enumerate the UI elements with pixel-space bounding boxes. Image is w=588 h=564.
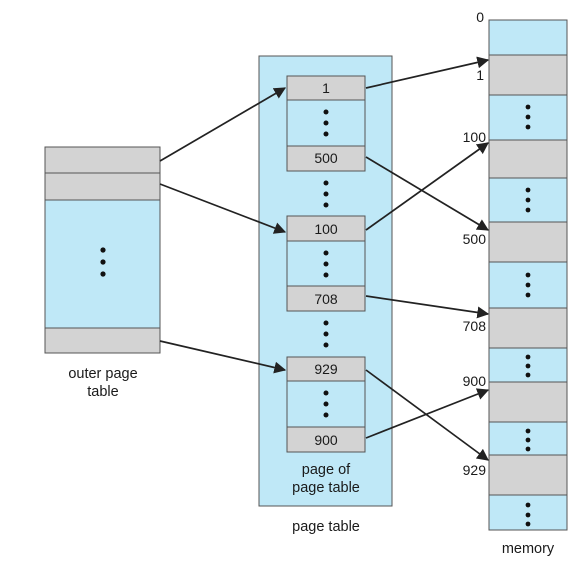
- arrow-entry-1-to-frame-1: [365, 56, 490, 89]
- page-table-entry-900: [286, 426, 366, 453]
- page-table-entry-500: [286, 145, 366, 172]
- page-table-entry-label-1: 1: [322, 80, 330, 96]
- page-table-entry-label-500: 500: [314, 150, 338, 166]
- page-table-entry-label-900: 900: [314, 432, 338, 448]
- arrow-entry-929-to-frame-929: [365, 369, 489, 461]
- memory-frame: [488, 454, 568, 496]
- memory-frames: [488, 54, 568, 496]
- outer-table-caption-line1: outer page: [68, 366, 137, 382]
- page-table-entry-label-708: 708: [314, 291, 338, 307]
- ellipsis-icon: [323, 320, 329, 348]
- memory-frame: [488, 381, 568, 423]
- ellipsis-icon: [323, 180, 329, 208]
- outer-page-table: outer page table: [44, 146, 161, 400]
- pointer-arrows: [159, 56, 490, 461]
- memory-address-708: 708: [463, 318, 487, 334]
- ellipsis-icon: [323, 109, 329, 137]
- arrow-outer-entry1-to-page-table-1: [159, 87, 287, 162]
- page-table-entry-1: [286, 75, 366, 101]
- memory-address-900: 900: [463, 373, 487, 389]
- memory-frame: [488, 139, 568, 179]
- arrow-entry-500-to-frame-500: [365, 156, 490, 231]
- arrow-entry-900-to-frame-900: [365, 388, 490, 439]
- memory-frame: [488, 221, 568, 263]
- memory-address-500: 500: [463, 231, 487, 247]
- page-table-entry-label-929: 929: [314, 361, 338, 377]
- memory-caption: memory: [502, 541, 555, 557]
- page-table-entry-708: [286, 285, 366, 312]
- arrow-entry-100-to-frame-100: [365, 142, 489, 231]
- arrow-outer-entry2-to-page-table-2: [159, 183, 287, 234]
- outer-table-entry-2: [44, 172, 161, 201]
- page-of-page-table-caption-line2: page table: [292, 480, 360, 496]
- outer-table-caption-line2: table: [87, 384, 118, 400]
- memory-frame: [488, 54, 568, 96]
- page-table: 1 500 100 708 929 900 page of page ta: [258, 55, 393, 535]
- arrow-entry-708-to-frame-708: [365, 295, 490, 319]
- outer-table-entry-1: [44, 146, 161, 174]
- memory-address-1: 1: [476, 67, 484, 83]
- ellipsis-icon: [323, 250, 329, 278]
- page-table-entry-100: [286, 215, 366, 242]
- ellipsis-icon: [323, 390, 329, 418]
- page-table-entry-label-100: 100: [314, 221, 338, 237]
- memory-address-0: 0: [476, 9, 484, 25]
- outer-table-entry-last: [44, 327, 161, 354]
- outer-table-ellipsis: [100, 247, 106, 277]
- memory-frame: [488, 307, 568, 349]
- page-of-page-table-caption-line1: page of: [302, 462, 351, 478]
- page-table-caption: page table: [292, 519, 360, 535]
- arrow-outer-last-to-page-table-3: [159, 340, 287, 374]
- memory-address-929: 929: [463, 462, 487, 478]
- memory-ellipses: [525, 104, 531, 527]
- page-table-entry-929: [286, 356, 366, 382]
- memory-address-100: 100: [463, 129, 487, 145]
- memory: 0 1 100 500 708 900 929 memory: [463, 9, 568, 557]
